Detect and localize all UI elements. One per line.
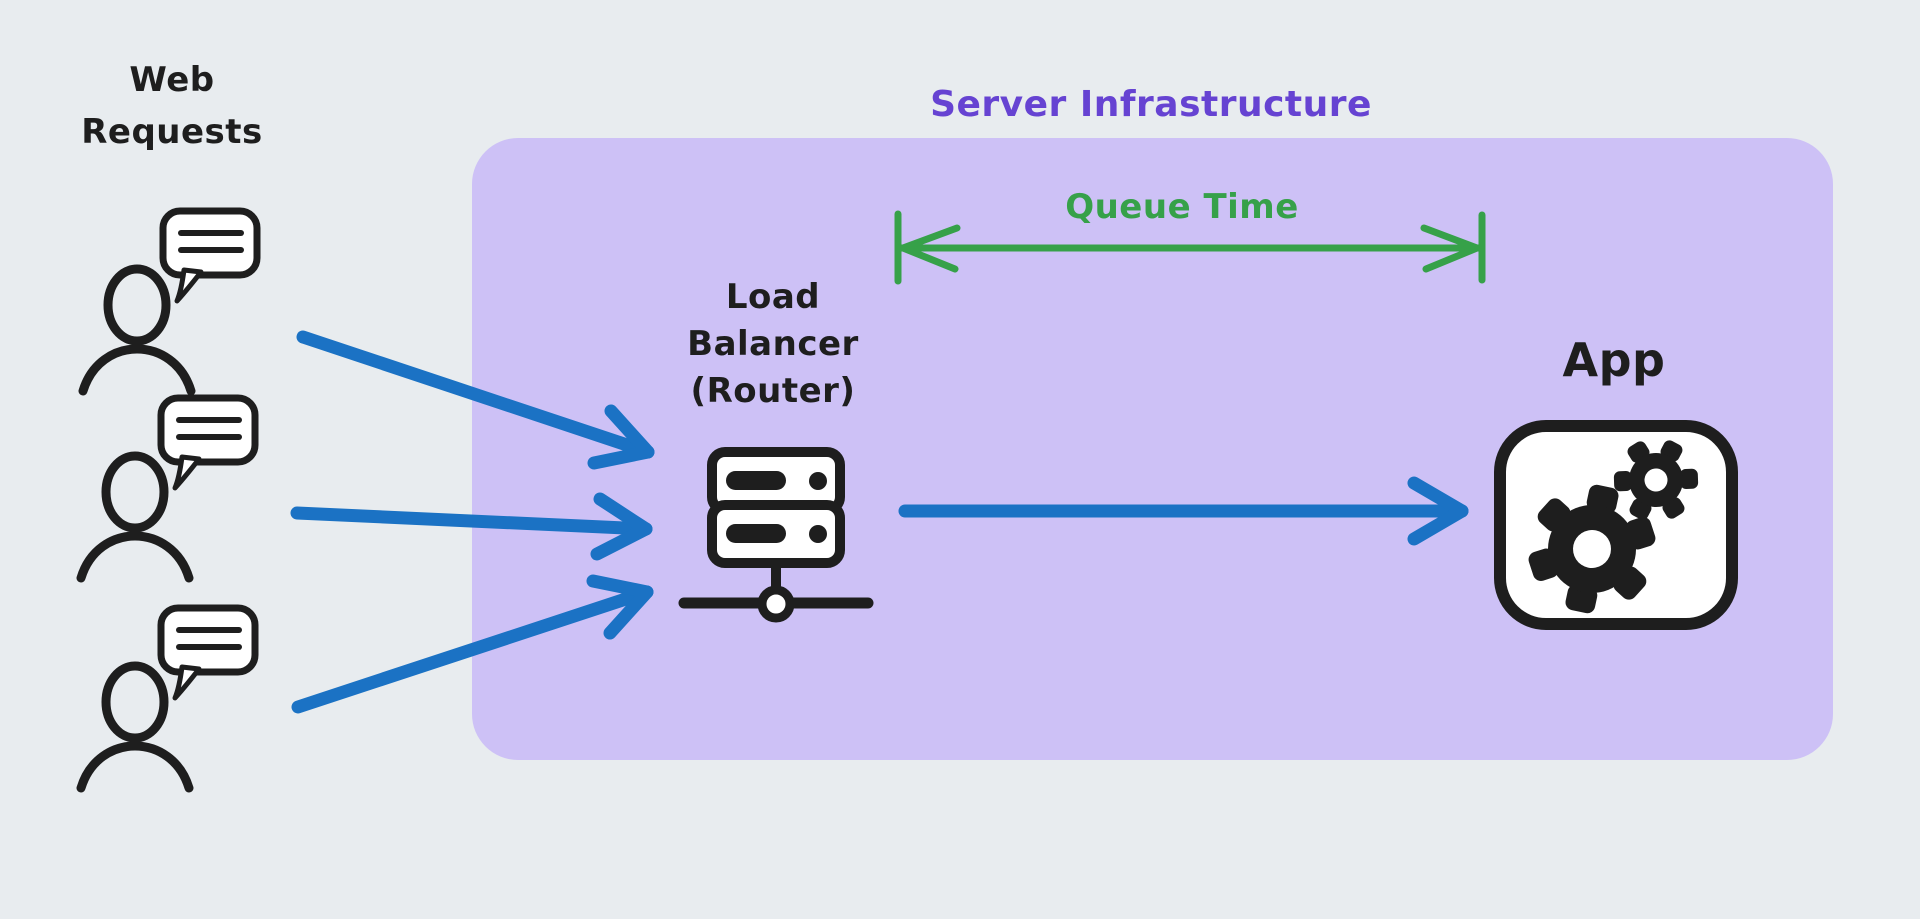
queue-time-measure-arrow (894, 210, 1486, 285)
server-infrastructure-label: Server Infrastructure (930, 84, 1372, 125)
server-led (809, 472, 827, 490)
load-balancer-label: Load Balancer (Router) (687, 277, 859, 411)
measure-arrowhead-right (1420, 224, 1481, 273)
client-2 (81, 398, 255, 578)
gear-large-icon (1528, 484, 1656, 614)
client-3 (81, 608, 255, 788)
measure-arrowhead-left (899, 224, 961, 273)
request-arrow-3-head (586, 574, 654, 640)
server-led (809, 525, 827, 543)
request-arrow-2 (290, 506, 653, 536)
request-arrows (290, 330, 655, 714)
request-arrow-1 (296, 330, 655, 459)
network-node (757, 585, 795, 623)
web-requests-label: Web Requests (81, 60, 263, 152)
app-label: App (1562, 333, 1666, 387)
server-network-icon (678, 447, 874, 623)
request-arrow-2-head (590, 492, 653, 561)
app-node (1494, 420, 1738, 630)
gear-small-icon (1613, 440, 1699, 520)
client-1 (83, 211, 257, 391)
server-slot (726, 471, 786, 490)
lb-to-app-head (1407, 476, 1469, 546)
lb-to-app-arrow (898, 476, 1469, 546)
request-arrow-3 (291, 585, 654, 714)
request-arrow-1-head (587, 404, 655, 470)
queue-time-label: Queue Time (1065, 187, 1299, 227)
server-slot (726, 524, 786, 543)
